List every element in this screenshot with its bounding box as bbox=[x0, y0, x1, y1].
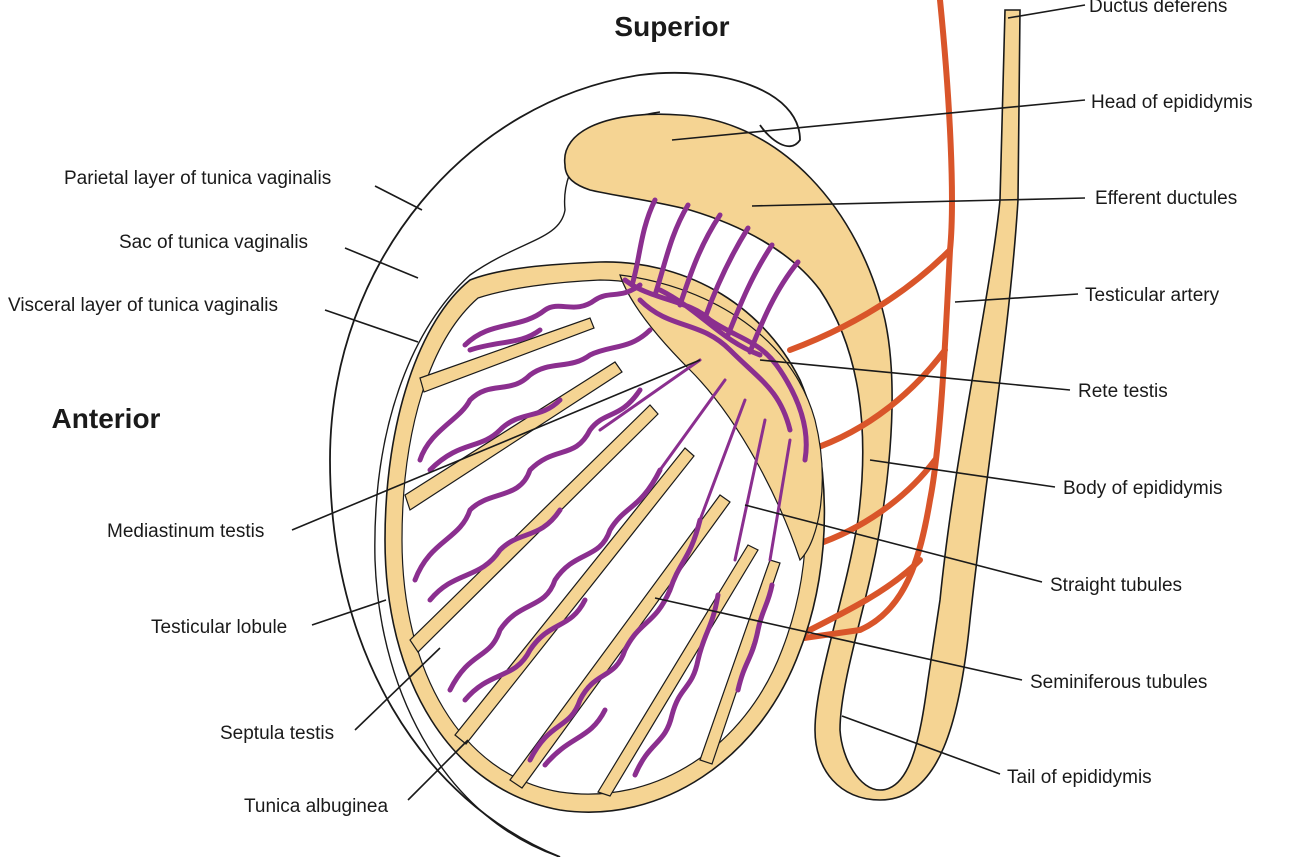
label-seminiferous-tubules: Seminiferous tubules bbox=[1030, 672, 1207, 693]
leader-tail-of-epididymis bbox=[841, 715, 1001, 775]
septula-testis bbox=[404, 317, 781, 797]
label-testicular-artery: Testicular artery bbox=[1085, 285, 1220, 306]
label-tail-of-epididymis: Tail of epididymis bbox=[1007, 767, 1152, 788]
label-rete-testis: Rete testis bbox=[1078, 381, 1168, 402]
superior-heading: Superior bbox=[614, 11, 729, 42]
label-efferent-ductules: Efferent ductules bbox=[1095, 188, 1237, 209]
leader-body-of-epididymis bbox=[869, 459, 1056, 488]
label-body-of-epididymis: Body of epididymis bbox=[1063, 478, 1222, 499]
efferent-ductules bbox=[629, 197, 801, 355]
leader-septula-testis bbox=[354, 647, 441, 731]
leader-parietal-layer bbox=[374, 185, 423, 211]
leader-visceral-layer bbox=[324, 309, 419, 343]
leader-efferent-ductules bbox=[751, 197, 1086, 207]
visceral-sac-line bbox=[374, 111, 661, 858]
label-testicular-lobule: Testicular lobule bbox=[151, 617, 287, 638]
parietal-layer-outline bbox=[329, 71, 801, 858]
mediastinum-testis bbox=[619, 274, 823, 562]
label-mediastinum-testis: Mediastinum testis bbox=[107, 521, 264, 542]
label-visceral-layer: Visceral layer of tunica vaginalis bbox=[8, 295, 278, 316]
label-sac-of-tunica: Sac of tunica vaginalis bbox=[119, 232, 308, 253]
leader-testicular-artery bbox=[954, 293, 1079, 303]
seminiferous-tubules bbox=[412, 282, 775, 778]
leader-mediastinum-testis bbox=[291, 359, 701, 531]
leader-tunica-albuginea bbox=[407, 739, 469, 801]
leader-head-of-epididymis bbox=[671, 99, 1086, 141]
rete-testis bbox=[622, 277, 809, 463]
leader-ductus-deferens bbox=[1007, 4, 1086, 19]
leader-sac-of-tunica bbox=[344, 247, 419, 279]
label-tunica-albuginea: Tunica albuginea bbox=[244, 796, 388, 817]
epididymis bbox=[564, 9, 1021, 801]
anterior-heading: Anterior bbox=[52, 403, 161, 434]
leader-testicular-lobule bbox=[311, 599, 387, 626]
label-ductus-deferens: Ductus deferens bbox=[1089, 0, 1227, 17]
label-parietal-layer: Parietal layer of tunica vaginalis bbox=[64, 168, 331, 189]
label-straight-tubules: Straight tubules bbox=[1050, 575, 1182, 596]
leader-straight-tubules bbox=[744, 504, 1043, 583]
leader-seminiferous-tubules bbox=[654, 597, 1023, 681]
leader-rete-testis bbox=[759, 359, 1071, 391]
label-septula-testis: Septula testis bbox=[220, 723, 334, 744]
label-head-of-epididymis: Head of epididymis bbox=[1091, 92, 1253, 113]
straight-tubules bbox=[598, 358, 792, 562]
